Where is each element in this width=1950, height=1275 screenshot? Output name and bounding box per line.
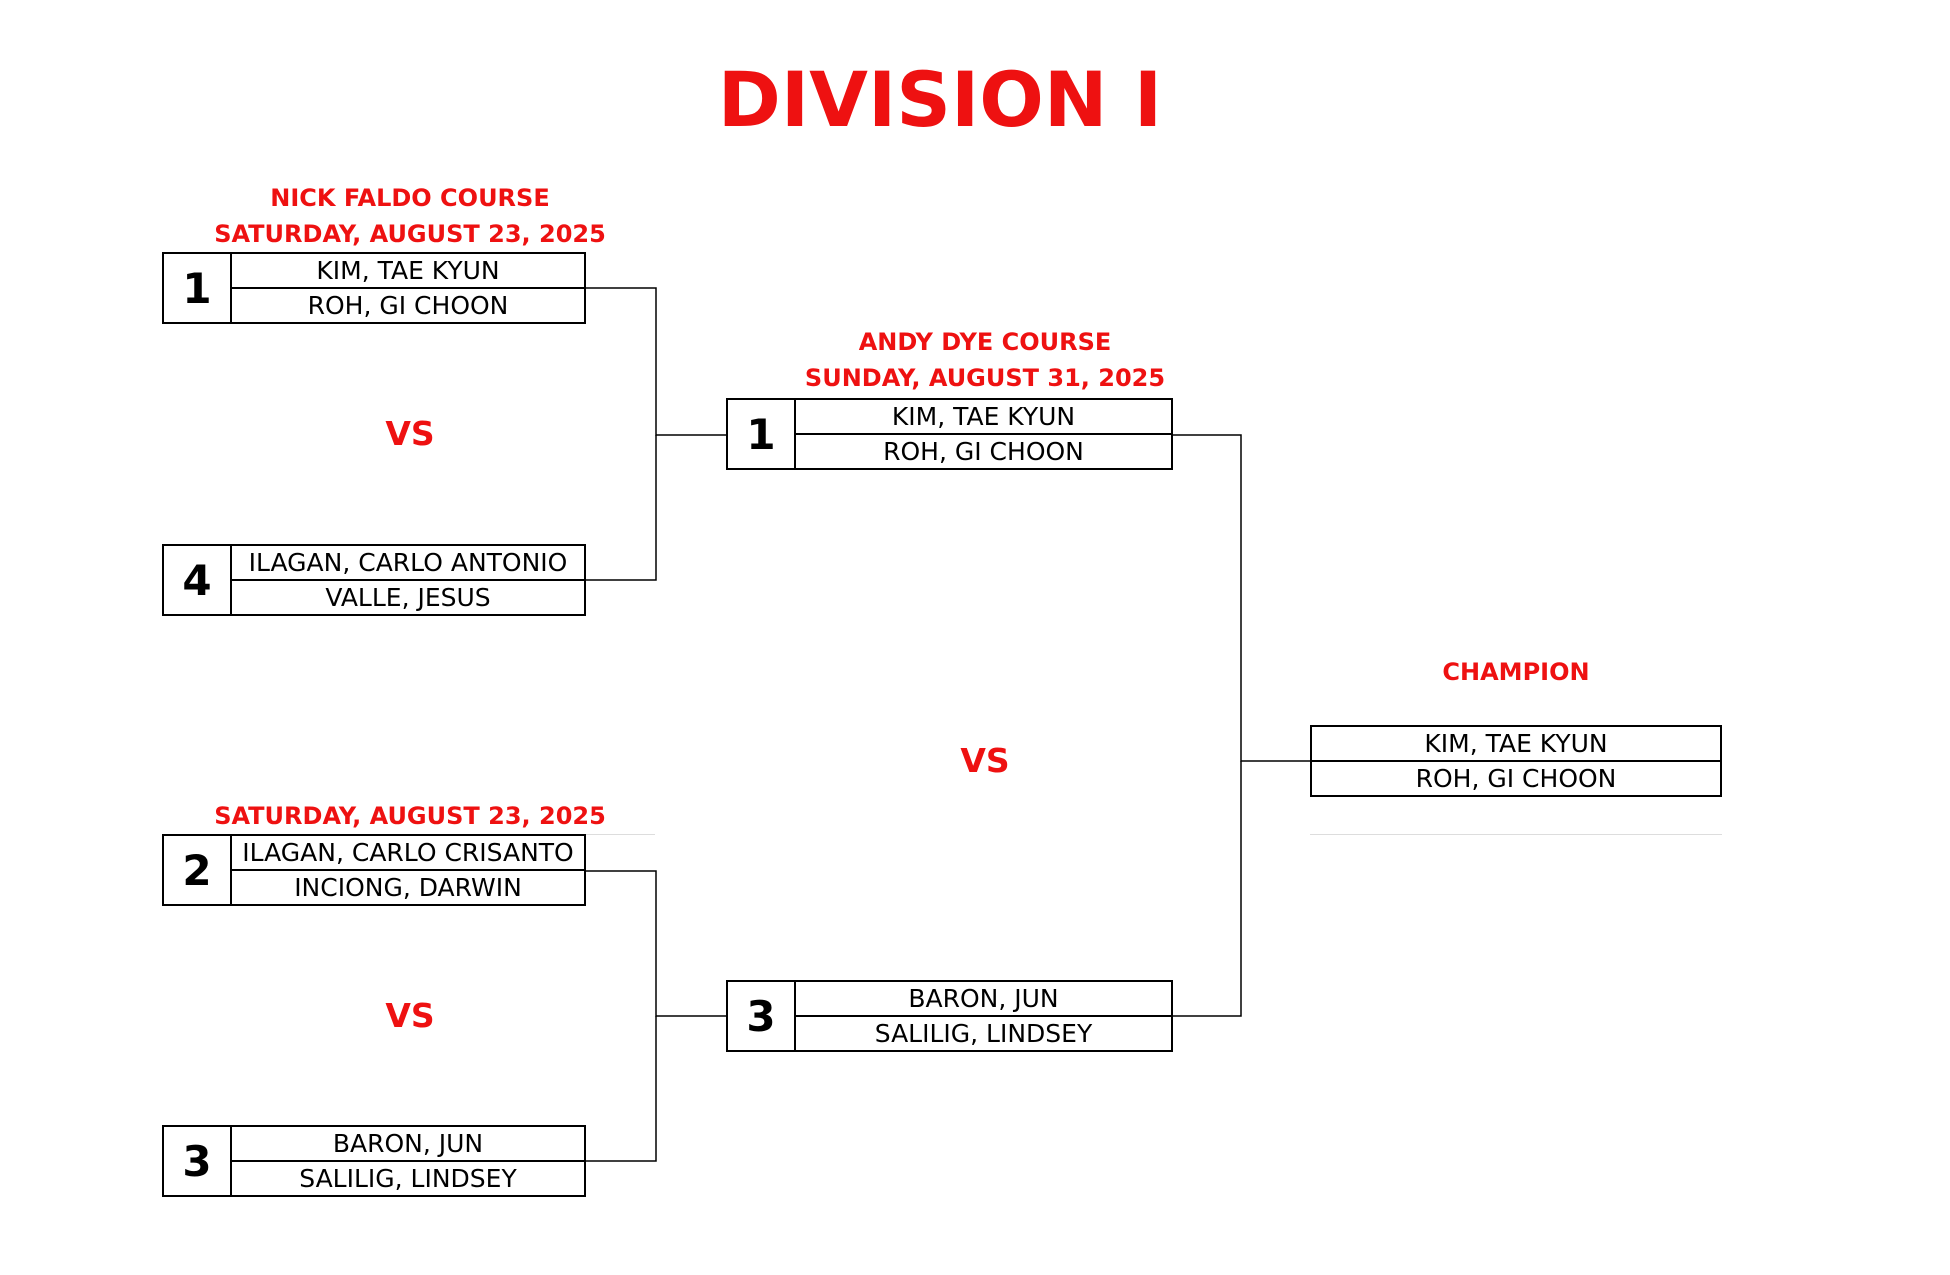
champion-label: CHAMPION [1442, 658, 1590, 686]
team-players: BARON, JUN SALILIG, LINDSEY [796, 980, 1173, 1052]
seed-number: 4 [162, 544, 232, 616]
team-players: BARON, JUN SALILIG, LINDSEY [232, 1125, 586, 1197]
round1-team-seed2: 2 ILAGAN, CARLO CRISANTO INCIONG, DARWIN [162, 834, 586, 906]
player-name: ROH, GI CHOON [796, 433, 1171, 468]
player-name: KIM, TAE KYUN [1424, 729, 1608, 758]
round1-top-date-label: SATURDAY, AUGUST 23, 2025 [214, 220, 606, 248]
round1-course-label: NICK FALDO COURSE [270, 184, 550, 212]
player-name: BARON, JUN [908, 984, 1059, 1013]
vs-label-round1-top: VS [385, 414, 435, 453]
round2-course-label: ANDY DYE COURSE [858, 328, 1112, 356]
team-players: KIM, TAE KYUN ROH, GI CHOON [1310, 725, 1722, 797]
player-name: KIM, TAE KYUN [891, 402, 1076, 431]
player-name: ROH, GI CHOON [1312, 760, 1720, 795]
round1-team-seed1: 1 KIM, TAE KYUN ROH, GI CHOON [162, 252, 586, 324]
connector-r1-seed2 [585, 870, 727, 1017]
player-name: SALILIG, LINDSEY [232, 1160, 584, 1195]
player-name: ILAGAN, CARLO ANTONIO [248, 548, 568, 577]
round2-date-label: SUNDAY, AUGUST 31, 2025 [804, 364, 1166, 392]
team-players: KIM, TAE KYUN ROH, GI CHOON [232, 252, 586, 324]
player-name: ROH, GI CHOON [232, 287, 584, 322]
connector-r1-seed4 [585, 435, 657, 581]
seed-number: 3 [162, 1125, 232, 1197]
round1-team-seed3: 3 BARON, JUN SALILIG, LINDSEY [162, 1125, 586, 1197]
page-title: DIVISION I [717, 55, 1163, 144]
round2-team-seed1: 1 KIM, TAE KYUN ROH, GI CHOON [726, 398, 1173, 470]
round1-bottom-date-label: SATURDAY, AUGUST 23, 2025 [214, 802, 606, 830]
player-name: VALLE, JESUS [232, 579, 584, 614]
seed-number: 2 [162, 834, 232, 906]
vs-label-round1-bottom: VS [385, 996, 435, 1035]
team-players: ILAGAN, CARLO CRISANTO INCIONG, DARWIN [232, 834, 586, 906]
team-players: ILAGAN, CARLO ANTONIO VALLE, JESUS [232, 544, 586, 616]
connector-r1-seed1 [585, 287, 727, 436]
champion-team: KIM, TAE KYUN ROH, GI CHOON [1310, 725, 1722, 797]
player-name: INCIONG, DARWIN [232, 869, 584, 904]
player-name: ILAGAN, CARLO CRISANTO [242, 838, 574, 867]
connector-r2-bottom [1172, 761, 1242, 1017]
seed-number: 1 [726, 398, 796, 470]
seed-number: 1 [162, 252, 232, 324]
player-name: KIM, TAE KYUN [316, 256, 500, 285]
vs-label-round2: VS [960, 741, 1010, 780]
player-name: BARON, JUN [332, 1129, 484, 1158]
connector-r2-top [1172, 434, 1310, 762]
team-players: KIM, TAE KYUN ROH, GI CHOON [796, 398, 1173, 470]
round1-team-seed4: 4 ILAGAN, CARLO ANTONIO VALLE, JESUS [162, 544, 586, 616]
connector-r1-seed3 [585, 1016, 657, 1162]
player-name: SALILIG, LINDSEY [796, 1015, 1171, 1050]
divider-line [1310, 834, 1722, 835]
round2-team-seed3: 3 BARON, JUN SALILIG, LINDSEY [726, 980, 1173, 1052]
seed-number: 3 [726, 980, 796, 1052]
